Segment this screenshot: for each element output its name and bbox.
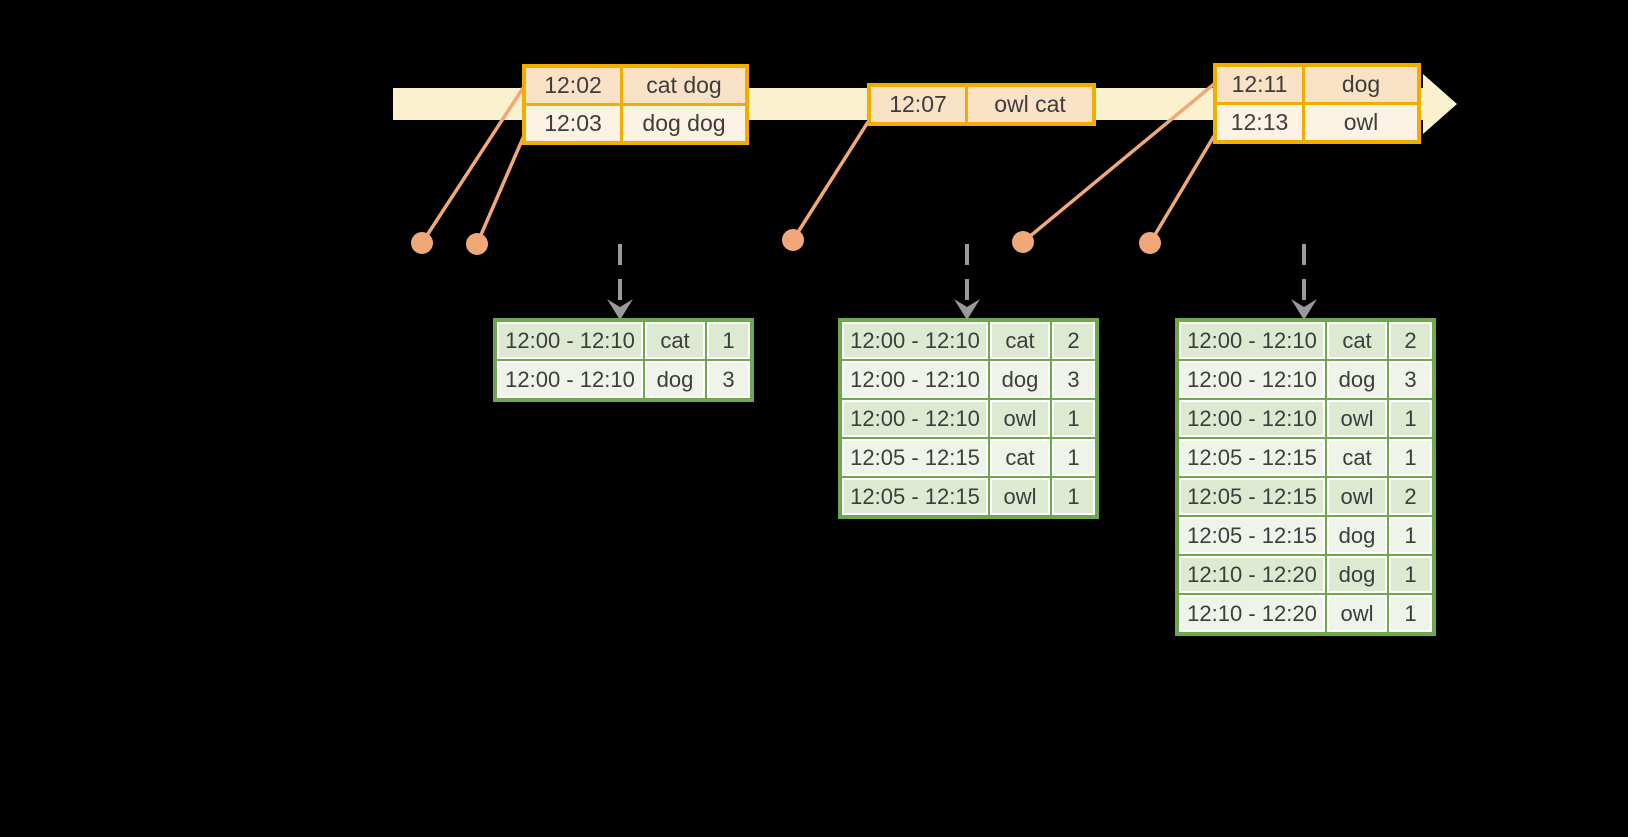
event-connector-line xyxy=(1148,135,1216,244)
event-dot xyxy=(782,229,804,251)
trigger-arrowhead-icon xyxy=(607,299,633,320)
word-cell: dog xyxy=(1327,517,1387,554)
window-cell: 12:05 - 12:15 xyxy=(1179,439,1325,476)
event-dot xyxy=(466,233,488,255)
count-cell: 1 xyxy=(1389,556,1432,593)
timeline-arrowhead-icon xyxy=(1423,74,1457,134)
count-cell: 2 xyxy=(1389,322,1432,359)
word-cell: cat xyxy=(1327,322,1387,359)
trigger-arrow xyxy=(1291,244,1317,320)
window-cell: 12:00 - 12:10 xyxy=(1179,322,1325,359)
count-cell: 1 xyxy=(707,322,750,359)
word-cell: cat xyxy=(645,322,705,359)
event-dot xyxy=(1012,231,1034,253)
window-cell: 12:05 - 12:15 xyxy=(842,439,988,476)
event-time-cell: 12:13 xyxy=(1217,105,1302,140)
count-cell: 1 xyxy=(1052,478,1095,515)
event-connector-line xyxy=(420,87,525,244)
window-cell: 12:00 - 12:10 xyxy=(842,361,988,398)
event-words-cell: dog dog xyxy=(623,106,745,141)
window-cell: 12:00 - 12:10 xyxy=(497,361,643,398)
window-cell: 12:05 - 12:15 xyxy=(1179,478,1325,515)
word-cell: dog xyxy=(645,361,705,398)
window-cell: 12:00 - 12:10 xyxy=(1179,400,1325,437)
word-cell: dog xyxy=(1327,556,1387,593)
count-cell: 1 xyxy=(1052,400,1095,437)
event-connector-line xyxy=(475,130,528,245)
count-cell: 3 xyxy=(1389,361,1432,398)
word-cell: owl xyxy=(1327,400,1387,437)
window-cell: 12:10 - 12:20 xyxy=(1179,556,1325,593)
word-cell: cat xyxy=(990,322,1050,359)
window-cell: 12:10 - 12:20 xyxy=(1179,595,1325,632)
trigger-arrowhead-icon xyxy=(1291,299,1317,320)
word-cell: owl xyxy=(990,478,1050,515)
count-cell: 1 xyxy=(1389,517,1432,554)
trigger-arrowhead-icon xyxy=(954,299,980,320)
event-words-cell: cat dog xyxy=(623,68,745,103)
word-cell: dog xyxy=(990,361,1050,398)
event-words-cell: dog xyxy=(1305,67,1417,102)
event-words-cell: owl cat xyxy=(968,87,1092,122)
word-cell: owl xyxy=(1327,478,1387,515)
window-cell: 12:00 - 12:10 xyxy=(497,322,643,359)
event-dot xyxy=(411,232,433,254)
window-cell: 12:00 - 12:10 xyxy=(842,400,988,437)
count-cell: 1 xyxy=(1389,439,1432,476)
word-cell: owl xyxy=(1327,595,1387,632)
count-cell: 1 xyxy=(1389,400,1432,437)
event-connector-line xyxy=(1021,82,1216,244)
event-time-cell: 12:03 xyxy=(526,106,620,141)
trigger-arrow xyxy=(954,244,980,320)
window-cell: 12:00 - 12:10 xyxy=(1179,361,1325,398)
window-cell: 12:05 - 12:15 xyxy=(842,478,988,515)
word-cell: owl xyxy=(990,400,1050,437)
count-cell: 3 xyxy=(707,361,750,398)
word-cell: dog xyxy=(1327,361,1387,398)
count-cell: 1 xyxy=(1052,439,1095,476)
event-time-cell: 12:07 xyxy=(871,87,965,122)
count-cell: 2 xyxy=(1389,478,1432,515)
count-cell: 1 xyxy=(1389,595,1432,632)
word-cell: cat xyxy=(1327,439,1387,476)
event-dot xyxy=(1139,232,1161,254)
event-time-cell: 12:02 xyxy=(526,68,620,103)
count-cell: 3 xyxy=(1052,361,1095,398)
event-time-cell: 12:11 xyxy=(1217,67,1302,102)
event-connector-line xyxy=(791,121,870,241)
trigger-arrow xyxy=(607,244,633,320)
word-cell: cat xyxy=(990,439,1050,476)
window-cell: 12:00 - 12:10 xyxy=(842,322,988,359)
count-cell: 2 xyxy=(1052,322,1095,359)
event-words-cell: owl xyxy=(1305,105,1417,140)
window-cell: 12:05 - 12:15 xyxy=(1179,517,1325,554)
